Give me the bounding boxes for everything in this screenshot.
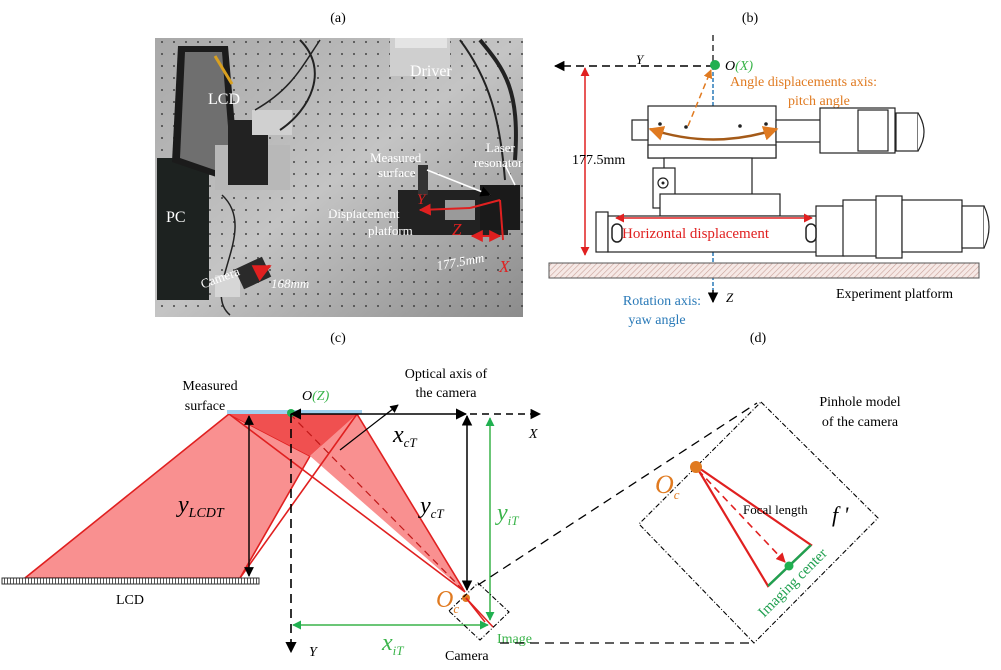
photo-axis-y: Y bbox=[417, 192, 427, 208]
optical-label-line1: Optical axis of bbox=[405, 367, 488, 382]
panel-c: (c) Measured surface O(Z) X Y Optical ax… bbox=[1, 331, 542, 664]
measured-label-line1: Measured bbox=[182, 379, 237, 394]
panel-d: (d) Pinhole model of the camera Oc Focal… bbox=[638, 331, 901, 644]
height-label: 177.5mm bbox=[572, 153, 625, 168]
image-label: Image bbox=[497, 632, 532, 647]
focal-symbol: f ' bbox=[832, 502, 849, 527]
angle-label-line2: pitch angle bbox=[788, 94, 850, 109]
axis-x-label: X bbox=[528, 427, 538, 442]
focal-label: Focal length bbox=[743, 502, 808, 517]
rotation-label-line2: yaw angle bbox=[628, 313, 685, 328]
imaging-center-point bbox=[784, 561, 794, 571]
panel-c-label: (c) bbox=[330, 331, 346, 346]
photo-axis-z: Z bbox=[452, 220, 462, 239]
photo-label-resonator: resonator bbox=[474, 155, 523, 170]
photo-label-displacement: Displacement bbox=[328, 206, 400, 221]
focal-triangle bbox=[695, 465, 813, 588]
axis-z-label: Z bbox=[726, 290, 734, 305]
panel-b-label: (b) bbox=[742, 11, 759, 26]
panel-a: (a) bbox=[155, 11, 523, 317]
beam-lcd bbox=[22, 413, 312, 579]
zoom-connector-top bbox=[477, 402, 758, 586]
experiment-platform bbox=[548, 262, 980, 279]
camera-box bbox=[448, 582, 510, 641]
oc-label: Oc bbox=[436, 587, 459, 616]
angle-label-line1: Angle displacements axis: bbox=[730, 75, 877, 90]
photo-label-surface: surface bbox=[378, 165, 416, 180]
photo-label-platform: platform bbox=[368, 223, 413, 238]
optical-axis-line bbox=[289, 413, 466, 593]
lcd-label: LCD bbox=[116, 593, 144, 608]
origin-point bbox=[710, 60, 720, 70]
platform-label: Experiment platform bbox=[836, 287, 953, 302]
photo-axis-x: X bbox=[498, 257, 510, 276]
panel-d-label: (d) bbox=[750, 331, 767, 346]
pitch-arc bbox=[648, 126, 779, 141]
pinhole-oc-point bbox=[690, 461, 702, 473]
y-it-label: yiT bbox=[495, 500, 519, 528]
horizontal-label: Horizontal displacement bbox=[622, 226, 770, 242]
photo-label-measured: Measured bbox=[370, 150, 422, 165]
camera-device bbox=[215, 275, 240, 297]
pinhole-oc-label: Oc bbox=[655, 470, 680, 502]
y-lcdt-label: yLCDT bbox=[176, 492, 225, 521]
focal-length-arrow bbox=[697, 469, 786, 563]
pc-tower bbox=[157, 158, 209, 300]
x-ct-label: xcT bbox=[392, 422, 417, 450]
x-it-label: xiT bbox=[381, 630, 404, 658]
photo-label-laser: Laser bbox=[486, 140, 516, 155]
optical-axis-pointer bbox=[339, 404, 399, 451]
panel-a-label: (a) bbox=[330, 11, 346, 26]
rotation-label-line1: Rotation axis: bbox=[623, 294, 701, 309]
lcd-screen bbox=[1, 577, 260, 585]
photo-label-lcd: LCD bbox=[208, 91, 240, 108]
axis-y-label-c: Y bbox=[309, 645, 319, 660]
pinhole-label-line1: Pinhole model bbox=[819, 395, 900, 410]
origin-o: O(X) bbox=[725, 59, 753, 74]
experiment-photo: LCD Driver PC Laser resonator Measured s… bbox=[155, 38, 523, 317]
photo-label-pc: PC bbox=[166, 209, 186, 226]
photo-label-driver: Driver bbox=[410, 63, 452, 80]
pinhole-box bbox=[638, 401, 879, 644]
beam-overlap bbox=[229, 414, 357, 456]
axis-y-label: Y bbox=[636, 52, 645, 67]
measured-label-line2: surface bbox=[185, 399, 225, 414]
origin-z-label: O(Z) bbox=[302, 389, 330, 404]
y-ct-label: ycT bbox=[418, 493, 444, 521]
panel-b: (b) Y Z O(X) Angle displacements axis: p… bbox=[548, 11, 990, 328]
pinhole-label-line2: of the camera bbox=[822, 415, 899, 430]
optical-label-line2: the camera bbox=[415, 386, 477, 401]
camera-label: Camera bbox=[445, 649, 489, 664]
photo-label-168mm: 168mm bbox=[271, 276, 309, 291]
